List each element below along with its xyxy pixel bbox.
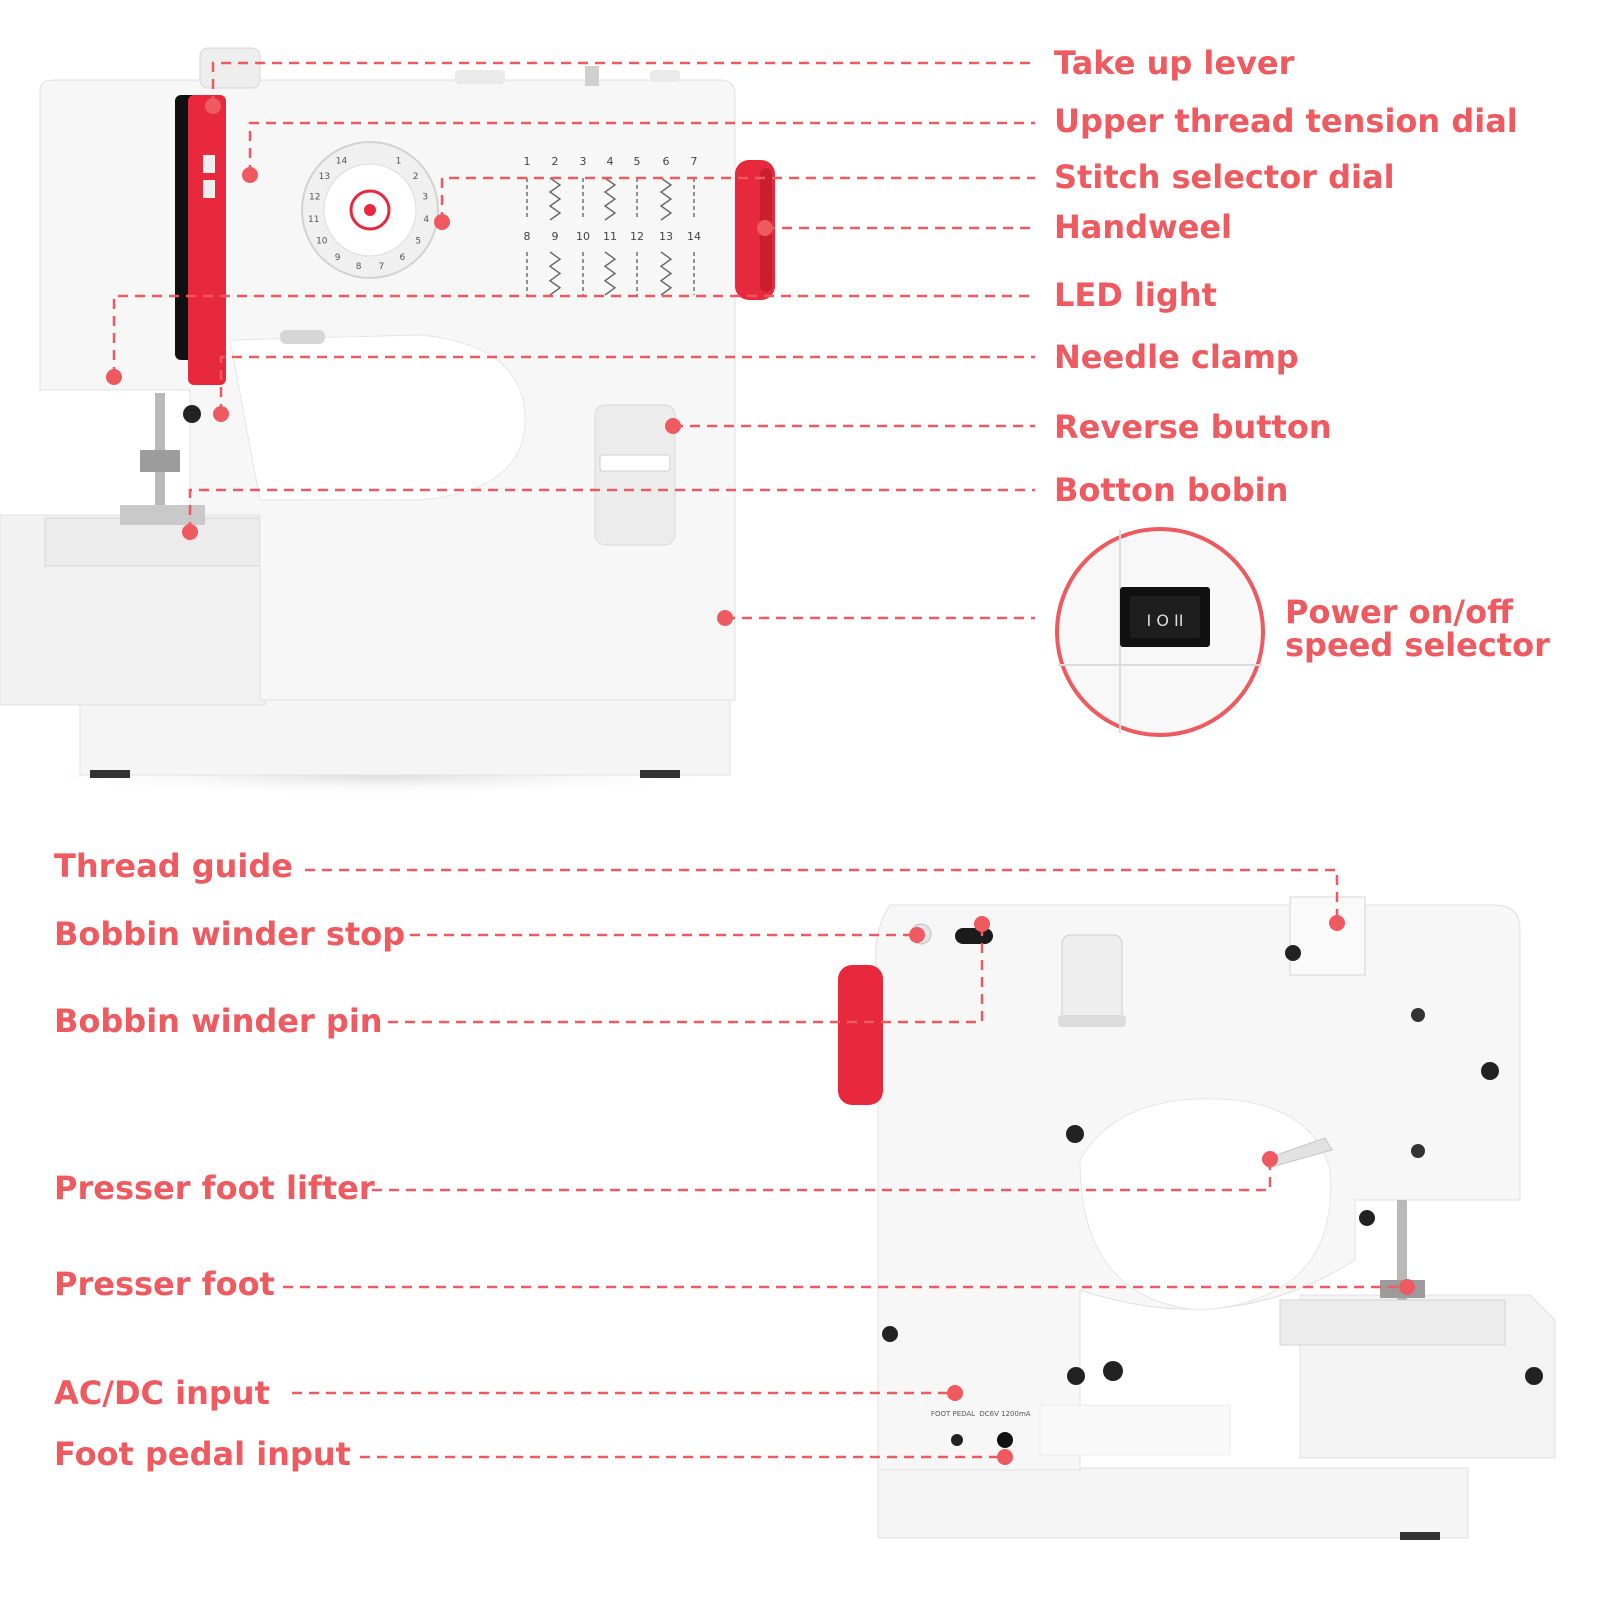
power-port-label: DC6V 1200mA — [979, 1410, 1030, 1418]
leader-led-light — [112, 294, 1035, 377]
stitch-pattern-glyph — [548, 177, 562, 221]
dot-presser-foot-lifter — [1262, 1151, 1278, 1167]
leader-presser-foot-lifter — [372, 1159, 1272, 1192]
dot-bottom-bobbin — [182, 524, 198, 540]
stitch-number: 11 — [603, 230, 617, 243]
dot-bobbin-winder-pin — [974, 916, 990, 932]
label-bottom-bobbin: Botton bobin — [1054, 471, 1289, 509]
callout-dots — [106, 98, 1415, 1465]
stitch-number: 6 — [663, 155, 670, 168]
dial-number: 10 — [316, 237, 328, 247]
dial-number: 1 — [396, 157, 402, 167]
stitch-pattern-glyph — [603, 177, 617, 221]
stitch-number: 9 — [552, 230, 559, 243]
label-foot-pedal-input: Foot pedal input — [54, 1435, 351, 1473]
dial-number: 9 — [335, 253, 341, 263]
label-ac-dc-input: AC/DC input — [54, 1374, 270, 1412]
label-bobbin-winder-stop: Bobbin winder stop — [54, 915, 406, 953]
stitch-number: 2 — [552, 155, 559, 168]
leader-thread-guide — [305, 868, 1339, 923]
dot-foot-pedal-input — [997, 1449, 1013, 1465]
foot-pedal-port-label: FOOT PEDAL — [931, 1410, 975, 1418]
stitch-number: 14 — [687, 230, 701, 243]
label-led-light: LED light — [1054, 276, 1217, 314]
leader-bottom-bobbin — [188, 488, 1035, 532]
label-speed-selector: speed selector — [1285, 626, 1550, 664]
dot-presser-foot — [1399, 1279, 1415, 1295]
stitch-number: 5 — [634, 155, 641, 168]
stitch-number: 10 — [576, 230, 590, 243]
dot-upper-tension — [242, 167, 258, 183]
label-presser-foot: Presser foot — [54, 1265, 275, 1303]
power-switch-callout: I O II — [1055, 527, 1265, 737]
stitch-number: 4 — [607, 155, 614, 168]
dot-take-up-lever — [205, 98, 221, 114]
label-needle-clamp: Needle clamp — [1054, 338, 1299, 376]
dot-bobbin-winder-stop — [909, 927, 925, 943]
dot-needle-clamp — [213, 406, 229, 422]
stitch-number: 12 — [630, 230, 644, 243]
power-switch-symbols: I O II — [1147, 611, 1184, 630]
label-bobbin-winder-pin: Bobbin winder pin — [54, 1002, 383, 1040]
dial-number: 8 — [356, 262, 362, 272]
dot-ac-dc-input — [947, 1385, 963, 1401]
dot-thread-guide — [1329, 915, 1345, 931]
stitch-number: 1 — [524, 155, 531, 168]
stitch-pattern-glyph — [659, 251, 673, 296]
label-presser-foot-lifter: Presser foot lifter — [54, 1169, 375, 1207]
label-power-on-off: Power on/off — [1285, 593, 1513, 631]
stitch-pattern-glyph — [603, 251, 617, 296]
dial-number: 2 — [413, 172, 419, 182]
dial-number: 5 — [415, 237, 421, 247]
leader-upper-tension — [248, 121, 1035, 175]
label-reverse-button: Reverse button — [1054, 408, 1332, 446]
stitch-number: 7 — [691, 155, 698, 168]
dot-stitch-selector — [434, 214, 450, 230]
stitch-pattern-glyph — [548, 251, 562, 296]
label-upper-thread-tension-dial: Upper thread tension dial — [1054, 102, 1518, 140]
leader-needle-clamp — [219, 355, 1035, 414]
dial-number: 7 — [379, 262, 385, 272]
stitch-pattern-glyph — [659, 177, 673, 221]
label-handwheel: Handweel — [1054, 208, 1232, 246]
dot-handwheel — [757, 220, 773, 236]
dial-number: 12 — [309, 192, 320, 202]
stitch-number: 3 — [580, 155, 587, 168]
dot-reverse-button — [665, 418, 681, 434]
stitch-number: 13 — [659, 230, 673, 243]
label-thread-guide: Thread guide — [54, 847, 293, 885]
dial-number: 4 — [423, 215, 429, 225]
stitch-number: 8 — [524, 230, 531, 243]
dial-number: 6 — [400, 253, 406, 263]
dial-number: 13 — [319, 172, 330, 182]
leader-lines — [112, 61, 1407, 1459]
label-stitch-selector-dial: Stitch selector dial — [1054, 158, 1395, 196]
dot-led-light — [106, 369, 122, 385]
label-take-up-lever: Take up lever — [1054, 44, 1295, 82]
dial-number: 3 — [422, 192, 428, 202]
dot-power-switch — [717, 610, 733, 626]
rear-view-machine: FOOT PEDAL DC6V 1200mA — [838, 896, 1556, 1600]
dial-number: 14 — [336, 157, 348, 167]
dial-number: 11 — [308, 215, 319, 225]
leader-stitch-selector — [440, 176, 1035, 222]
leader-take-up-lever — [211, 61, 1035, 106]
